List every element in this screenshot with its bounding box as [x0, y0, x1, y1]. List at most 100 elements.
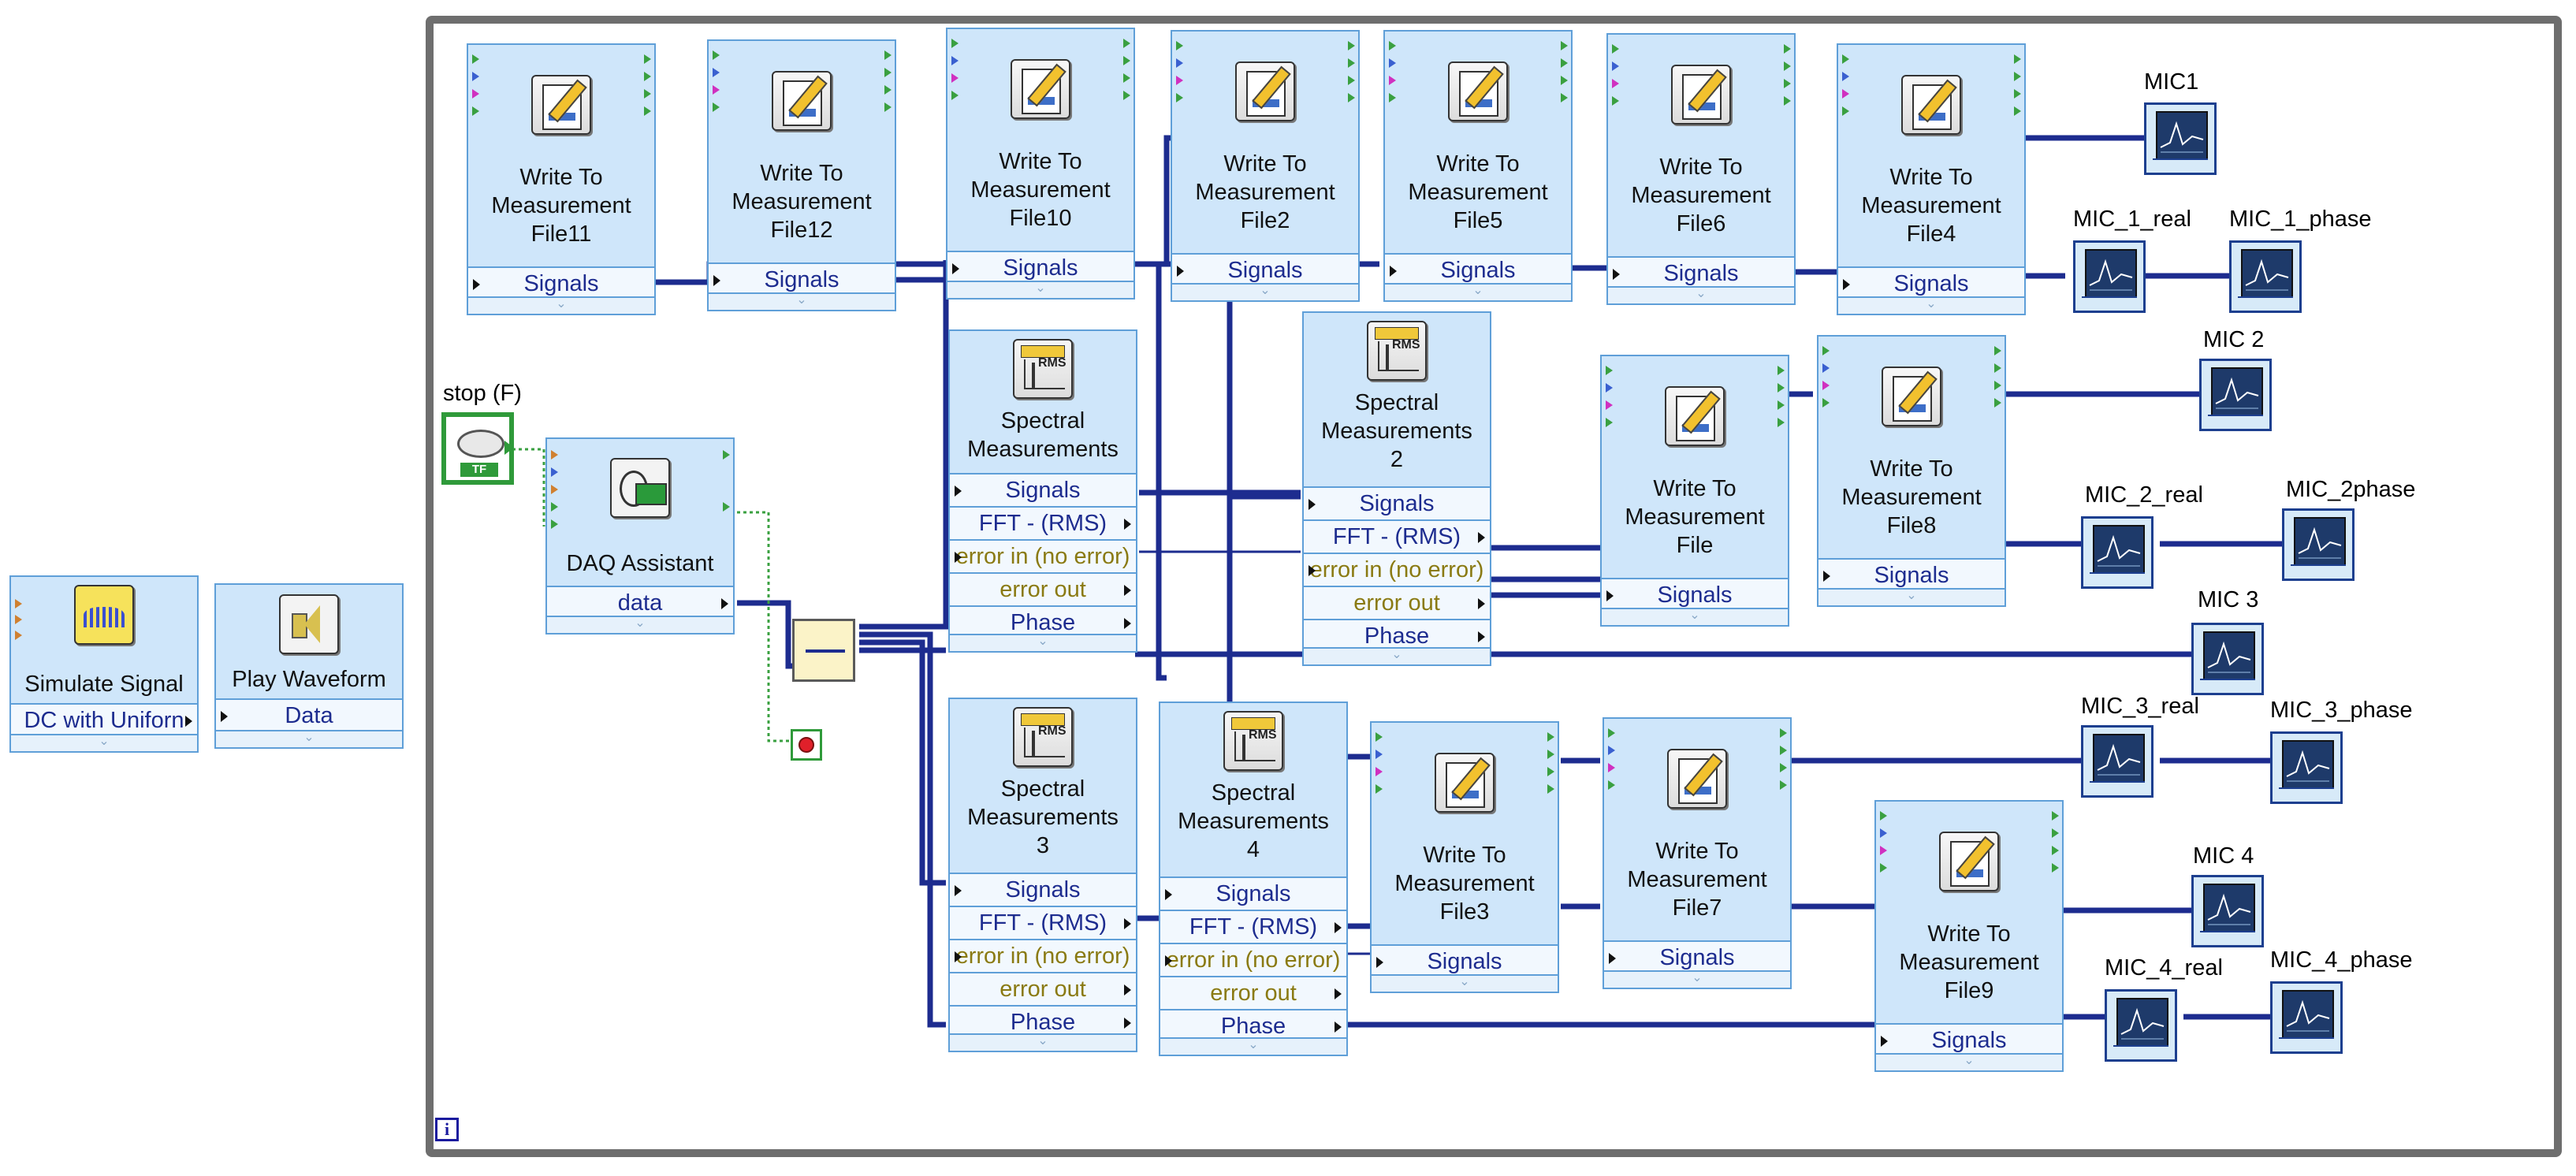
- expand-handle[interactable]: ⌄: [547, 616, 733, 633]
- signals-input-terminal[interactable]: Signals: [1172, 253, 1358, 286]
- signals-input-terminal[interactable]: Signals: [1602, 578, 1788, 611]
- input-terminals: [949, 29, 960, 298]
- vi-title-line: Measurement: [1841, 485, 1982, 510]
- terminal-signals[interactable]: Signals: [950, 473, 1136, 506]
- signals-input-terminal[interactable]: Signals: [1876, 1023, 2062, 1056]
- waveform-graph-icon[interactable]: [2270, 731, 2343, 804]
- waveform-graph-icon[interactable]: [2144, 102, 2217, 175]
- waveform-graph-icon[interactable]: [2191, 623, 2264, 695]
- terminal-fft[interactable]: FFT - (RMS): [1304, 519, 1490, 553]
- vi-output-terminal[interactable]: DC with Uniforn: [11, 703, 197, 736]
- expand-handle[interactable]: ⌄: [1838, 296, 2024, 314]
- waveform-graph-icon[interactable]: [2270, 981, 2343, 1054]
- vi-output-terminal[interactable]: data: [547, 586, 733, 619]
- terminal-error[interactable]: error out: [1160, 976, 1346, 1009]
- terminal-phase[interactable]: Phase: [1304, 619, 1490, 652]
- expand-handle[interactable]: ⌄: [1172, 283, 1358, 300]
- graph-label: MIC 3: [2198, 587, 2259, 612]
- expand-handle[interactable]: ⌄: [950, 1033, 1136, 1051]
- signals-input-terminal[interactable]: Signals: [709, 262, 895, 296]
- stop-boolean-control[interactable]: TF: [441, 412, 514, 485]
- expand-handle[interactable]: ⌄: [1604, 970, 1790, 988]
- waveform-graph-icon[interactable]: [2282, 508, 2355, 581]
- simulate-signal-vi[interactable]: Simulate Signal DC with Uniforn ⌄: [9, 575, 199, 753]
- expand-handle[interactable]: ⌄: [468, 296, 654, 314]
- waveform-graph-icon[interactable]: [2229, 240, 2302, 313]
- signals-input-terminal[interactable]: Signals: [1838, 266, 2024, 300]
- input-terminals: [1820, 337, 1831, 605]
- signals-input-terminal[interactable]: Signals: [1604, 940, 1790, 973]
- signals-input-terminal[interactable]: Signals: [947, 251, 1134, 284]
- expand-handle[interactable]: ⌄: [1385, 283, 1571, 300]
- stop-button-terminal[interactable]: [791, 729, 822, 761]
- expand-handle[interactable]: ⌄: [709, 292, 895, 310]
- terminal-fft[interactable]: FFT - (RMS): [950, 506, 1136, 539]
- terminal-error[interactable]: error in (no error): [1304, 553, 1490, 586]
- terminal-error[interactable]: error out: [950, 572, 1136, 605]
- signals-input-terminal[interactable]: Signals: [1608, 256, 1794, 289]
- waveform-graph-icon[interactable]: [2081, 516, 2153, 589]
- vi-title-line: Measurement: [1195, 180, 1335, 205]
- waveform-graph-icon[interactable]: [2191, 875, 2264, 947]
- expand-handle[interactable]: ⌄: [1372, 974, 1558, 992]
- waveform-graph-icon[interactable]: [2199, 359, 2272, 431]
- terminal-signals[interactable]: Signals: [1160, 876, 1346, 910]
- output-terminals: [642, 45, 653, 314]
- waveform-graph-icon[interactable]: [2081, 725, 2153, 798]
- expand-handle[interactable]: ⌄: [11, 734, 197, 751]
- terminal-fft[interactable]: FFT - (RMS): [1160, 910, 1346, 943]
- waveform-graph-icon[interactable]: [2105, 989, 2177, 1062]
- terminal-phase[interactable]: Phase: [950, 605, 1136, 638]
- write-file-icon: [1235, 61, 1295, 121]
- signals-input-terminal[interactable]: Signals: [1372, 944, 1558, 977]
- terminal-error[interactable]: error out: [950, 972, 1136, 1005]
- terminal-phase[interactable]: Phase: [1160, 1009, 1346, 1042]
- terminal-error[interactable]: error in (no error): [1160, 943, 1346, 976]
- input-terminals: [1606, 719, 1617, 988]
- terminal-phase[interactable]: Phase: [950, 1005, 1136, 1038]
- expand-handle[interactable]: ⌄: [1160, 1037, 1346, 1055]
- write-file-icon: [1671, 65, 1731, 125]
- terminal-signals[interactable]: Signals: [1304, 486, 1490, 519]
- vi-input-terminal[interactable]: Data: [216, 698, 402, 731]
- expand-handle[interactable]: ⌄: [950, 634, 1136, 651]
- signals-input-terminal[interactable]: Signals: [468, 266, 654, 300]
- split-signals-node[interactable]: [792, 619, 855, 682]
- output-terminals: [1346, 32, 1357, 300]
- terminal-error[interactable]: error in (no error): [950, 539, 1136, 572]
- expand-handle[interactable]: ⌄: [1608, 286, 1794, 303]
- vi-title-line: Write To: [1870, 456, 1953, 482]
- expand-handle[interactable]: ⌄: [1818, 588, 2005, 605]
- terminal-error[interactable]: error out: [1304, 586, 1490, 619]
- waveform-graph-icon[interactable]: [2073, 240, 2146, 313]
- terminal-fft[interactable]: FFT - (RMS): [950, 906, 1136, 939]
- play-waveform-vi[interactable]: Play Waveform Data ⌄: [214, 583, 404, 749]
- terminal-signals[interactable]: Signals: [950, 873, 1136, 906]
- signals-input-terminal[interactable]: Signals: [1818, 558, 2005, 591]
- terminal-error[interactable]: error in (no error): [950, 939, 1136, 972]
- expand-handle[interactable]: ⌄: [216, 730, 402, 747]
- daq-assistant-vi[interactable]: DAQ Assistant data ⌄: [545, 437, 735, 635]
- expand-handle[interactable]: ⌄: [1304, 647, 1490, 664]
- signals-input-terminal[interactable]: Signals: [1385, 253, 1571, 286]
- expand-handle[interactable]: ⌄: [1876, 1053, 2062, 1070]
- expand-handle[interactable]: ⌄: [1602, 608, 1788, 625]
- expand-handle[interactable]: ⌄: [947, 281, 1134, 298]
- vi-title-line: Spectral: [1211, 780, 1296, 806]
